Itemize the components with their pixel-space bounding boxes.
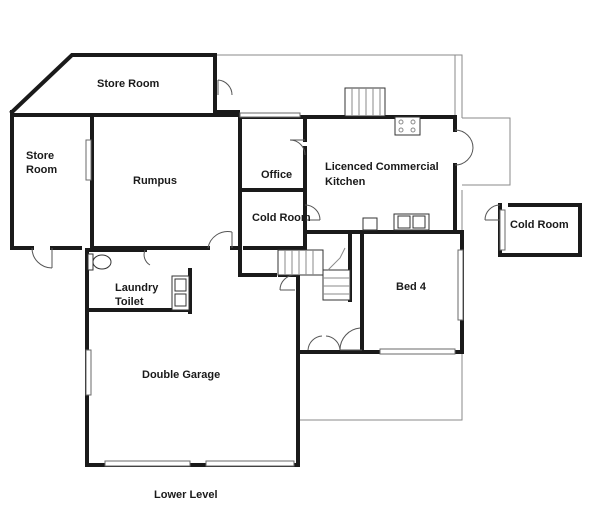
label-store-room-top: Store Room bbox=[97, 78, 160, 90]
label-kitchen-line1: Licenced Commercial bbox=[325, 161, 439, 173]
label-laundry-line1: Laundry bbox=[115, 282, 159, 294]
label-laundry-line2: Toilet bbox=[115, 296, 144, 308]
stairs bbox=[277, 87, 386, 301]
label-cold-room-outer: Cold Room bbox=[510, 219, 569, 231]
laundry-fixtures bbox=[87, 253, 190, 311]
kitchen-fixtures bbox=[362, 116, 430, 231]
label-store-room-left-line2: Room bbox=[26, 164, 57, 176]
label-kitchen-line2: Kitchen bbox=[325, 176, 366, 188]
label-office: Office bbox=[261, 169, 292, 181]
label-bed-4: Bed 4 bbox=[396, 281, 427, 293]
label-double-garage: Double Garage bbox=[142, 369, 220, 381]
label-rumpus: Rumpus bbox=[133, 175, 177, 187]
label-store-room-left-line1: Store bbox=[26, 150, 54, 162]
label-cold-room-inner: Cold Room bbox=[252, 212, 311, 224]
windows bbox=[85, 112, 506, 467]
level-caption: Lower Level bbox=[154, 489, 218, 501]
